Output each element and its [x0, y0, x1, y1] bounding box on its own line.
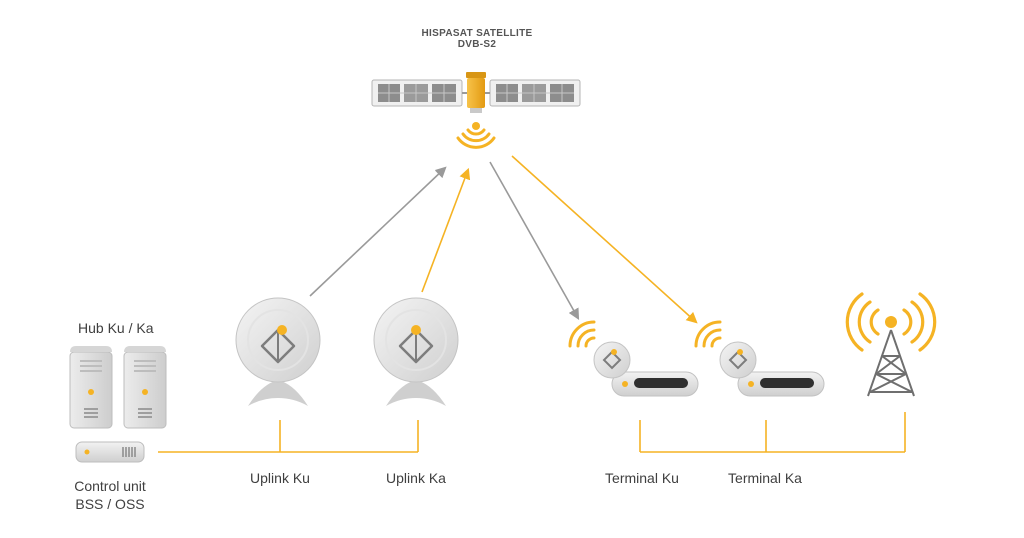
server-tower-right [123, 346, 167, 429]
terminal-ku-label: Terminal Ku [605, 470, 679, 486]
control-unit-line1: Control unit [74, 478, 146, 494]
uplink-ku-dish-icon [235, 297, 321, 406]
satellite-icon [371, 72, 581, 149]
cell-tower-icon [845, 292, 937, 397]
tower-signal-icon [845, 292, 937, 352]
hub-label: Hub Ku / Ka [78, 320, 154, 336]
terminal-ku-icon [568, 320, 699, 397]
server-tower-left [69, 346, 113, 429]
satellite-standard: DVB-S2 [457, 39, 497, 50]
ground-network-lines [158, 412, 906, 453]
links [309, 155, 698, 324]
hub-servers-icon [69, 346, 167, 429]
uplink-ka-label: Uplink Ka [386, 470, 446, 486]
control-unit-label: Control unit BSS / OSS [74, 477, 146, 513]
uplink-ku-link [309, 166, 447, 297]
terminal-ku-signal-icon [568, 320, 596, 348]
uplink-ku-label: Uplink Ku [250, 470, 310, 486]
terminal-ka-icon [694, 320, 825, 397]
downlink-ku-link [489, 161, 580, 320]
terminal-ka-signal-icon [694, 320, 722, 348]
uplink-ka-dish-icon [373, 297, 459, 406]
control-unit-icon [75, 441, 145, 463]
terminal-ka-label: Terminal Ka [728, 470, 802, 486]
satellite-signal-icon [456, 122, 496, 149]
uplink-ka-link [421, 167, 471, 293]
satellite-label: HISPASAT SATELLITE DVB-S2 [422, 28, 533, 50]
downlink-ka-link [511, 155, 698, 324]
control-unit-line2: BSS / OSS [75, 496, 145, 512]
satellite-name: HISPASAT SATELLITE [421, 28, 533, 39]
solar-panel-left [371, 79, 463, 107]
solar-panel-right [489, 79, 581, 107]
